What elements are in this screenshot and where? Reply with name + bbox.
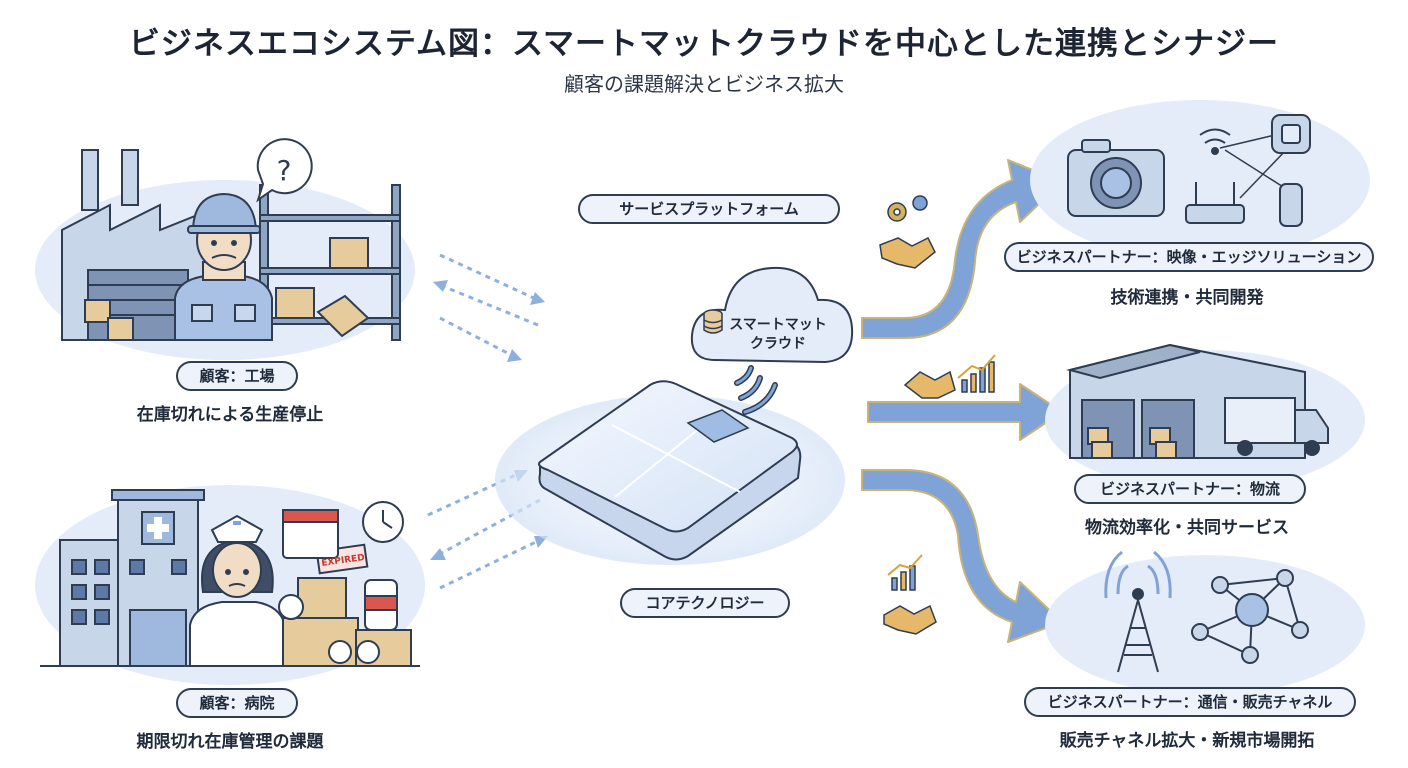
growth-chart-icon xyxy=(887,354,996,591)
customer-hospital-issue: 期限切れ在庫管理の課題 xyxy=(136,732,324,752)
factory-scene: ? xyxy=(35,138,415,360)
smart-mat-icon xyxy=(495,380,845,565)
partner-logistics-label: ビジネスパートナー：物流 xyxy=(1074,474,1306,504)
worker-icon xyxy=(174,192,273,341)
network-icon xyxy=(1191,569,1309,664)
question-icon: ? xyxy=(256,138,313,203)
customer-factory-issue: 在庫切れによる生産停止 xyxy=(136,405,324,425)
customer-factory-label: 顧客：工場 xyxy=(176,361,298,391)
calendar-icon xyxy=(282,509,339,559)
cloud-icon xyxy=(690,266,854,364)
partner-tech-scene xyxy=(1030,100,1370,260)
partner-tech-label: ビジネスパートナー：映像・エッジソリューション xyxy=(1004,242,1374,272)
network-link xyxy=(1219,134,1289,199)
page-title: ビジネスエコシステム図：スマートマットクラウドを中心とした連携とシナジー xyxy=(128,26,1280,62)
customer-connection-arrows xyxy=(427,253,548,590)
truck-icon xyxy=(1224,397,1329,456)
partner-channel-scene xyxy=(1045,550,1365,695)
customer-hospital-label: 顧客：病院 xyxy=(176,688,298,718)
clock-icon xyxy=(278,501,404,664)
smart-device-icon xyxy=(1271,114,1311,227)
partner-channel-benefit: 販売チャネル拡大・新規市場開拓 xyxy=(1059,731,1315,751)
hospital-scene xyxy=(35,485,425,685)
router-icon xyxy=(1185,128,1245,224)
gear-icon xyxy=(887,195,928,222)
service-platform-pill: サービスプラットフォーム xyxy=(578,194,840,224)
svg-text:?: ? xyxy=(277,154,292,187)
factory-icon xyxy=(61,149,211,341)
hospital-icon xyxy=(59,489,205,667)
page-subtitle: 顧客の課題解決とビジネス拡大 xyxy=(564,72,844,96)
partner-channel-label: ビジネスパートナー：通信・販売チャネル xyxy=(1024,687,1356,717)
shelf-icon xyxy=(259,184,401,341)
handshake-icon xyxy=(879,236,956,635)
partner-arrows xyxy=(861,159,1063,643)
cloud-label-line2: クラウド xyxy=(750,336,806,352)
partner-logistics-scene xyxy=(1045,343,1365,490)
partner-tech-benefit: 技術連携・共同開発 xyxy=(1110,288,1264,308)
core-technology-pill: コアテクノロジー xyxy=(620,588,790,618)
tower-icon xyxy=(1104,550,1172,673)
database-icon xyxy=(703,309,723,334)
cloud-label-line1: スマートマット xyxy=(729,317,827,333)
partner-logistics-benefit: 物流効率化・共同サービス xyxy=(1085,518,1289,538)
camera-icon xyxy=(1067,139,1165,217)
wifi-icon-fill xyxy=(735,366,777,414)
cloud-label: スマートマット クラウド xyxy=(722,316,834,354)
